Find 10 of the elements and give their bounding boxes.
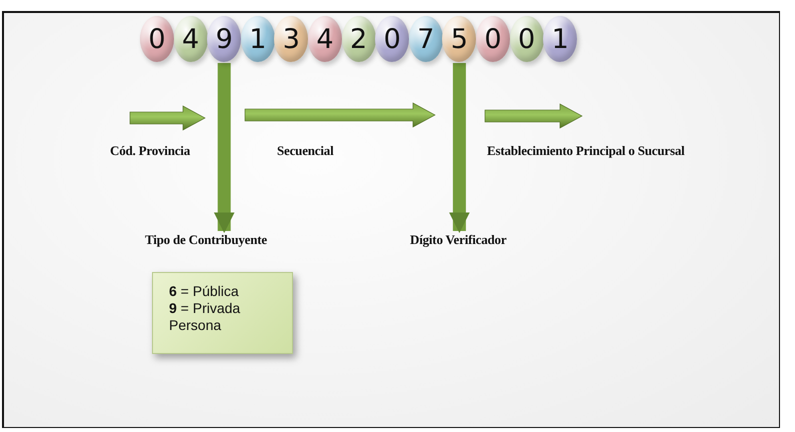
arrow: [449, 63, 470, 234]
note-text: 6 = Pública: [169, 283, 240, 300]
note-text: 9 = Privada Persona: [169, 300, 242, 334]
field-label: Tipo de Contribuyente: [145, 232, 267, 250]
field-label: Dígito Verificador: [410, 232, 506, 250]
note-card: [152, 272, 293, 354]
field-label: Secuencial: [277, 143, 334, 159]
field-label: Cód. Provincia: [110, 143, 190, 159]
arrow: [214, 63, 235, 234]
field-label: Establecimiento Principal o Sucursal: [487, 143, 685, 159]
